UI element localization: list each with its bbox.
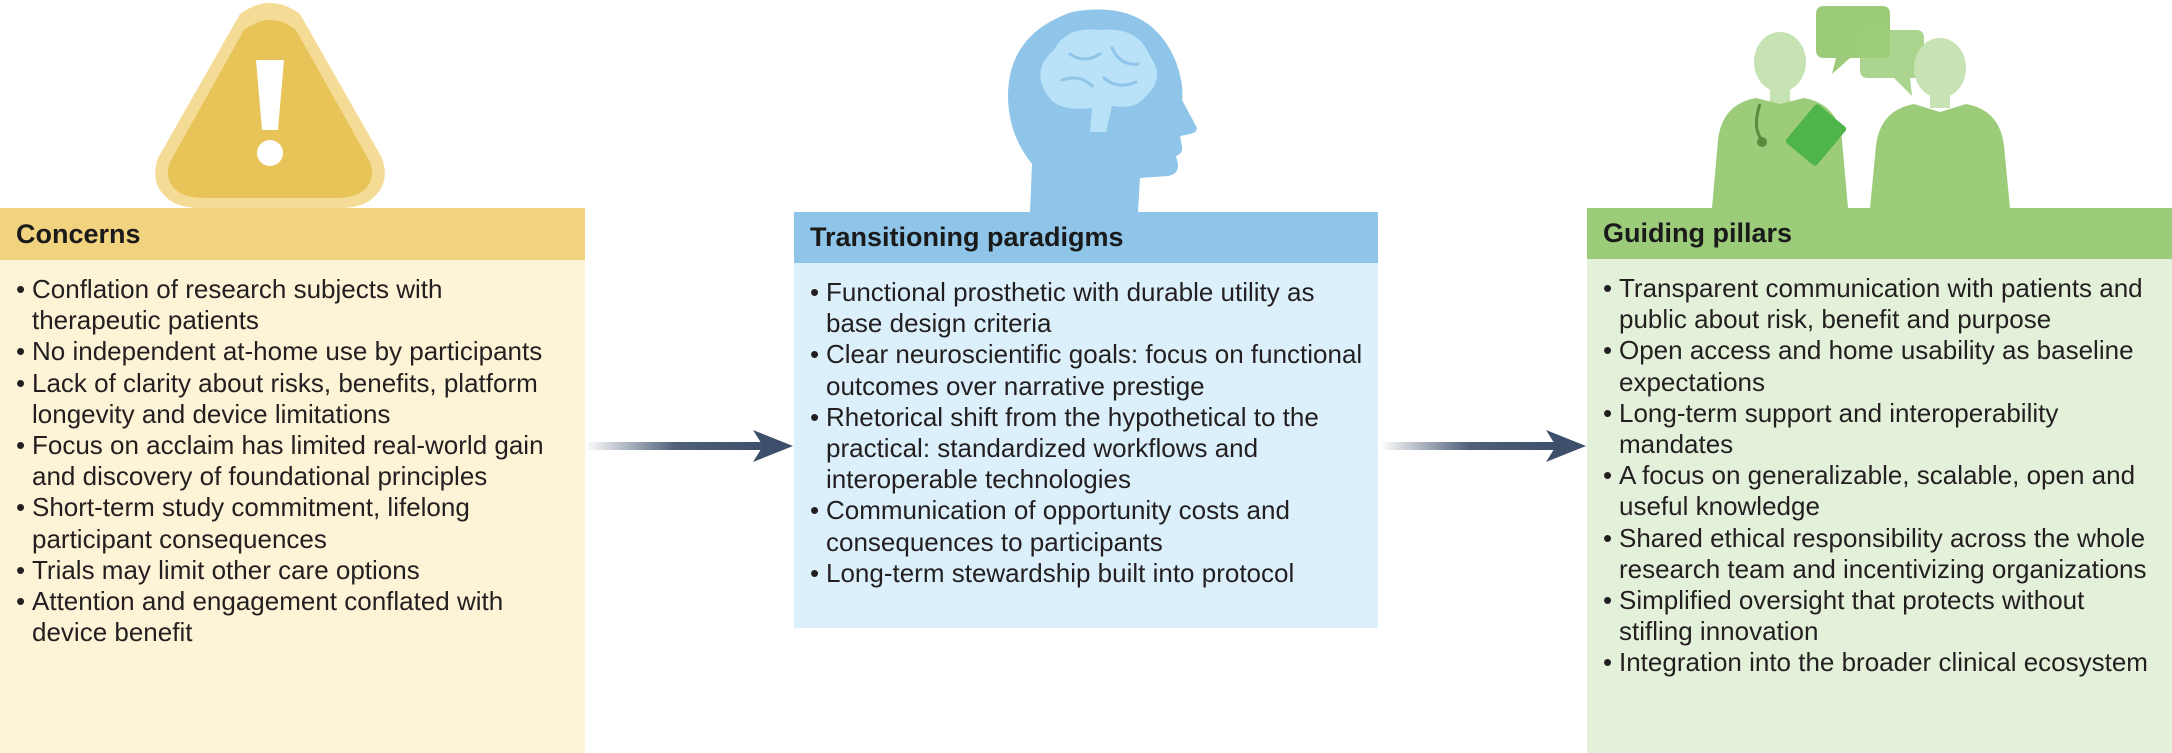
transitioning-paradigms-title: Transitioning paradigms <box>794 212 1378 263</box>
guiding-pillars-title: Guiding pillars <box>1587 208 2172 259</box>
guiding-pillars-item: Simplified oversight that protects witho… <box>1603 585 2164 647</box>
concerns-item: Lack of clarity about risks, benefits, p… <box>16 368 577 430</box>
concerns-item: No independent at-home use by participan… <box>16 336 577 367</box>
concerns-list: Conflation of research subjects with the… <box>16 274 577 648</box>
warning-triangle-icon <box>155 3 385 208</box>
concerns-item: Attention and engagement conflated with … <box>16 586 577 648</box>
concerns-item: Short-term study commitment, lifelong pa… <box>16 492 577 554</box>
transitioning-paradigms-item: Long-term stewardship built into protoco… <box>810 558 1370 589</box>
concerns-item: Trials may limit other care options <box>16 555 577 586</box>
guiding-pillars-item: Transparent communication with patients … <box>1603 273 2164 335</box>
guiding-pillars-item: Integration into the broader clinical ec… <box>1603 647 2164 678</box>
transitioning-paradigms-item: Communication of opportunity costs and c… <box>810 495 1370 557</box>
transitioning-paradigms-item: Functional prosthetic with durable utili… <box>810 277 1370 339</box>
concerns-panel: Concerns Conflation of research subjects… <box>0 208 585 753</box>
transitioning-paradigms-item: Clear neuroscientific goals: focus on fu… <box>810 339 1370 401</box>
guiding-pillars-item: A focus on generalizable, scalable, open… <box>1603 460 2164 522</box>
arrow-transition-to-pillars <box>1380 430 1586 462</box>
head-brain-icon <box>1008 9 1197 212</box>
guiding-pillars-panel: Guiding pillars Transparent communicatio… <box>1587 208 2172 753</box>
guiding-pillars-item: Shared ethical responsibility across the… <box>1603 523 2164 585</box>
concerns-item: Focus on acclaim has limited real-world … <box>16 430 577 492</box>
guiding-pillars-item: Open access and home usability as baseli… <box>1603 335 2164 397</box>
guiding-pillars-list: Transparent communication with patients … <box>1603 273 2164 679</box>
clinician-patient-dialogue-icon <box>1712 6 2010 208</box>
concerns-title: Concerns <box>0 208 585 260</box>
concerns-item: Conflation of research subjects with the… <box>16 274 577 336</box>
arrow-concerns-to-transition <box>585 430 793 462</box>
transitioning-paradigms-panel: Transitioning paradigms Functional prost… <box>794 212 1378 628</box>
transitioning-paradigms-list: Functional prosthetic with durable utili… <box>810 277 1370 589</box>
guiding-pillars-item: Long-term support and interoperability m… <box>1603 398 2164 460</box>
transitioning-paradigms-item: Rhetorical shift from the hypothetical t… <box>810 402 1370 496</box>
guiding-pillars-body: Transparent communication with patients … <box>1587 259 2172 753</box>
concerns-body: Conflation of research subjects with the… <box>0 260 585 753</box>
transitioning-paradigms-body: Functional prosthetic with durable utili… <box>794 263 1378 628</box>
